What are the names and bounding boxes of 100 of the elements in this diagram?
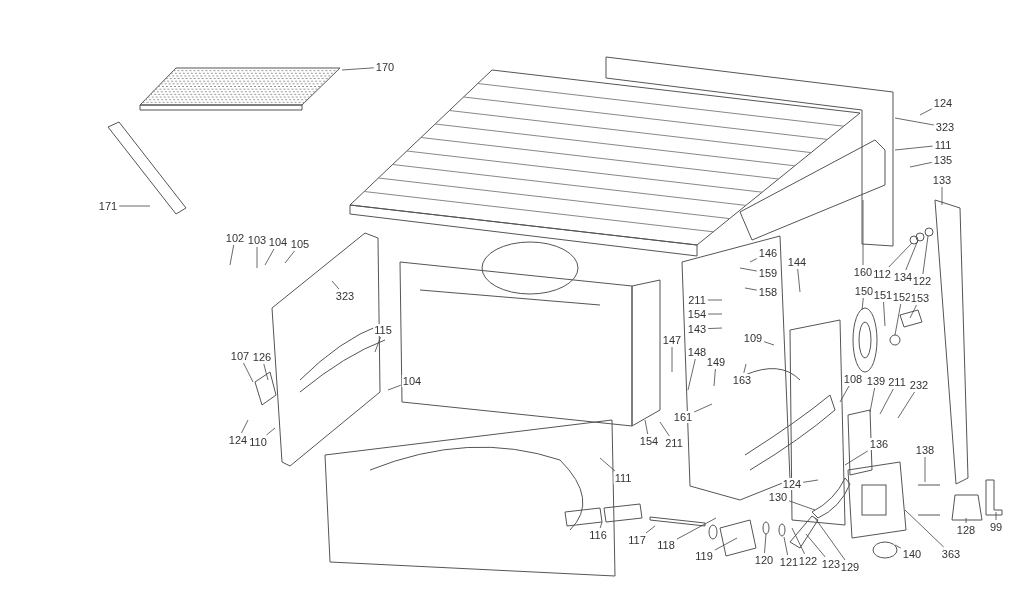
callout-number: 149	[705, 356, 727, 368]
callout-number: 104	[267, 236, 289, 248]
callout-number: 159	[757, 267, 779, 279]
callout-number: 323	[934, 121, 956, 133]
callout-number: 163	[731, 374, 753, 386]
leader-line	[905, 239, 919, 271]
leader-line	[739, 267, 758, 272]
leader-line	[941, 186, 943, 206]
callout-number: 135	[932, 154, 954, 166]
callout-number: 110	[248, 436, 268, 448]
callout-number: 363	[940, 548, 962, 560]
leader-line	[264, 248, 275, 266]
callout-number: 107	[229, 350, 251, 362]
callout-number: 154	[638, 435, 660, 447]
callout-number: 124	[227, 434, 249, 446]
callout-number: 170	[374, 61, 396, 73]
leader-line	[894, 544, 902, 549]
callout-number: 121	[778, 556, 800, 568]
callout-number: 115	[373, 324, 393, 336]
callout-number: 104	[401, 375, 423, 387]
callout-number: 130	[767, 491, 789, 503]
leader-line	[387, 384, 402, 391]
callout-number: 99	[988, 521, 1004, 533]
callout-number: 122	[911, 275, 933, 287]
callout-number: 232	[908, 379, 930, 391]
leader-line	[791, 527, 805, 555]
callout-number: 133	[931, 174, 953, 186]
leader-line	[764, 533, 767, 554]
leader-line	[713, 368, 716, 387]
leader-line	[861, 297, 864, 311]
callout-number: 160	[852, 266, 874, 278]
callout-number: 138	[914, 444, 936, 456]
leader-line	[263, 363, 269, 381]
callout-number: 124	[932, 97, 954, 109]
callout-number: 102	[224, 232, 246, 244]
leader-line	[763, 341, 775, 346]
callout-number: 122	[797, 555, 819, 567]
leader-line	[919, 108, 933, 116]
callout-number: 161	[672, 411, 694, 423]
leader-line	[687, 358, 696, 391]
callout-number: 146	[757, 247, 779, 259]
leader-line	[599, 521, 603, 529]
callout-number: 323	[334, 290, 356, 302]
callout-number: 144	[786, 256, 808, 268]
leader-line	[965, 517, 967, 524]
callout-number: 154	[686, 308, 708, 320]
leader-line	[341, 67, 375, 71]
callout-number: 136	[868, 438, 890, 450]
callout-number: 134	[892, 271, 914, 283]
callout-number: 105	[289, 238, 311, 250]
leader-line	[805, 533, 826, 558]
callout-number: 153	[909, 292, 931, 304]
callout-number: 124	[781, 478, 803, 490]
leader-line	[676, 517, 717, 540]
leader-line	[802, 479, 819, 483]
leader-line	[599, 457, 616, 472]
callout-number: 126	[251, 351, 273, 363]
leader-line	[995, 511, 997, 521]
leader-line	[714, 537, 738, 551]
leader-line	[659, 421, 670, 437]
leader-line	[671, 346, 673, 373]
leader-line	[922, 235, 929, 275]
leader-line	[894, 117, 935, 126]
callout-number: 158	[757, 286, 779, 298]
leader-line	[707, 313, 723, 315]
leader-line	[879, 388, 894, 415]
leader-line	[644, 419, 649, 435]
callout-number: 123	[820, 558, 842, 570]
callout-number: 117	[627, 534, 647, 546]
leader-line	[909, 304, 917, 319]
callout-number: 129	[839, 561, 861, 573]
callout-number: 211	[687, 294, 707, 306]
leader-line	[909, 162, 933, 168]
callout-number: 151	[872, 289, 894, 301]
callout-number: 111	[613, 472, 633, 484]
callout-number: 150	[853, 285, 875, 297]
leader-line	[904, 509, 945, 548]
leader-line	[118, 205, 151, 207]
callout-number: 148	[686, 346, 708, 358]
leader-line	[897, 391, 915, 419]
callout-number: 118	[656, 539, 676, 551]
leader-line	[744, 287, 758, 291]
leader-line	[749, 258, 758, 263]
leader-line	[888, 242, 913, 268]
leader-line	[284, 250, 295, 264]
leader-line	[693, 403, 713, 413]
leader-line	[924, 456, 926, 483]
callout-number: 128	[955, 524, 977, 536]
callout-number: 171	[97, 200, 119, 212]
leader-line	[743, 363, 747, 374]
leader-line	[869, 387, 875, 413]
callout-number: 211	[887, 376, 907, 388]
callout-number: 152	[891, 291, 913, 303]
leader-line	[894, 145, 933, 151]
leader-line	[707, 327, 723, 329]
callout-number: 103	[246, 234, 268, 246]
callout-number: 111	[933, 139, 953, 151]
leader-line	[241, 419, 249, 434]
callout-number: 109	[742, 332, 764, 344]
leader-line	[645, 525, 656, 534]
